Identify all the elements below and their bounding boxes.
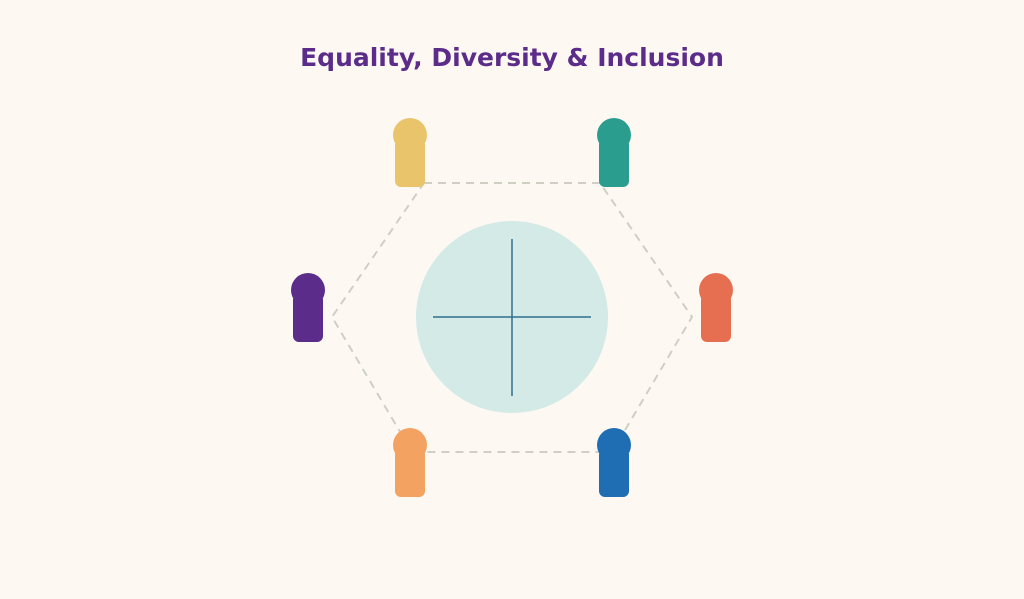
- person-bottom-left: [393, 428, 427, 497]
- person-top-right: [597, 118, 631, 187]
- person-right: [699, 273, 733, 342]
- person-bottom-right: [597, 428, 631, 497]
- person-left: [291, 273, 325, 342]
- person-left-head: [291, 273, 325, 307]
- person-left-body: [293, 294, 323, 342]
- person-right-body: [701, 294, 731, 342]
- person-bottom-right-body: [599, 449, 629, 497]
- person-top-left: [393, 118, 427, 187]
- person-bottom-left-body: [395, 449, 425, 497]
- person-top-right-head: [597, 118, 631, 152]
- diagram-title: Equality, Diversity & Inclusion: [300, 43, 724, 72]
- person-bottom-left-head: [393, 428, 427, 462]
- person-bottom-right-head: [597, 428, 631, 462]
- person-top-left-head: [393, 118, 427, 152]
- people-group: [291, 118, 733, 497]
- person-top-left-body: [395, 139, 425, 187]
- person-top-right-body: [599, 139, 629, 187]
- person-right-head: [699, 273, 733, 307]
